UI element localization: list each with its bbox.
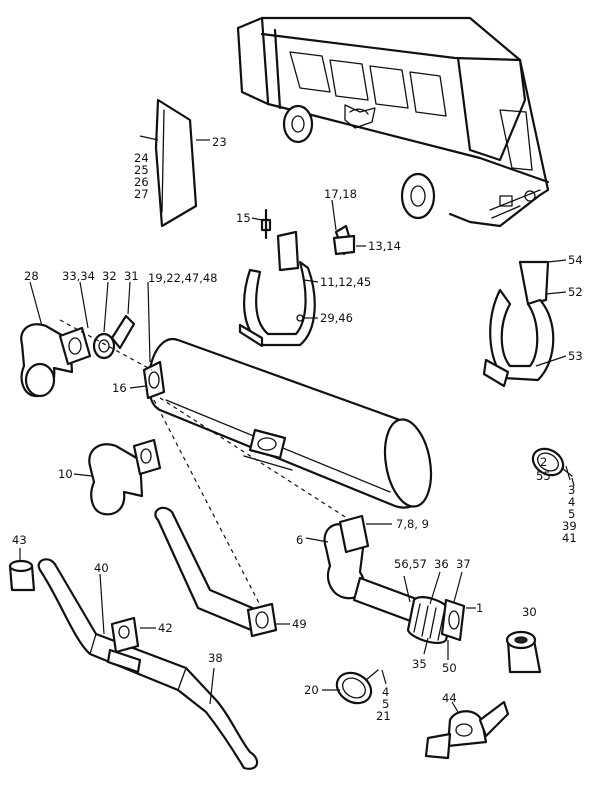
callout-20: 20 — [304, 683, 319, 697]
clamp-2-part — [531, 447, 573, 481]
callout-5: 5 — [568, 507, 575, 521]
clamp-20-part — [322, 669, 379, 705]
gasket-32-part — [79, 281, 116, 360]
callout-38: 38 — [208, 651, 223, 665]
callout-17-18: 17,18 — [324, 187, 357, 201]
flex-pipe-part — [352, 571, 476, 660]
callout-labels: 1 2 55 3 4 5 39 41 6 7,8, 9 10 11,12,45 … — [12, 135, 583, 723]
callout-43: 43 — [12, 533, 27, 547]
bolt-15-part — [251, 208, 272, 240]
callout-56-57: 56,57 — [394, 557, 427, 571]
elbow-10-part — [73, 438, 162, 516]
callout-26: 26 — [134, 175, 149, 189]
callout-16: 16 — [112, 381, 127, 395]
support-bracket-part — [482, 259, 567, 388]
callout-19-22-47-48: 19,22,47,48 — [148, 271, 218, 285]
callout-52: 52 — [568, 285, 583, 299]
exhaust-elbow-28-part — [20, 281, 92, 398]
callout-40: 40 — [94, 561, 109, 575]
callout-10: 10 — [58, 467, 73, 481]
bushing-43-part — [8, 548, 36, 592]
callout-2: 2 — [540, 455, 547, 469]
callout-15: 15 — [236, 211, 251, 225]
callout-11-12-45: 11,12,45 — [320, 275, 371, 289]
callout-5-second: 5 — [382, 697, 389, 711]
callout-31: 31 — [124, 269, 139, 283]
callout-44: 44 — [442, 691, 457, 705]
pipe-49-part — [154, 506, 290, 638]
bracket-44-part — [424, 700, 510, 760]
callout-53: 53 — [568, 349, 583, 363]
callout-37: 37 — [456, 557, 471, 571]
callout-55: 55 — [536, 469, 551, 483]
callout-13-14: 13,14 — [368, 239, 401, 253]
callout-7-8-9: 7,8, 9 — [396, 517, 429, 531]
callout-28: 28 — [24, 269, 39, 283]
callout-50: 50 — [442, 661, 457, 675]
callout-3: 3 — [568, 483, 575, 497]
callout-49: 49 — [292, 617, 307, 631]
callout-4: 4 — [568, 495, 575, 509]
callout-41: 41 — [562, 531, 577, 545]
callout-4-second: 4 — [382, 685, 389, 699]
callout-42: 42 — [158, 621, 173, 635]
muffler-part — [147, 337, 433, 509]
bushing-30-part — [505, 630, 542, 674]
callout-27: 27 — [134, 187, 149, 201]
callout-39: 39 — [562, 519, 577, 533]
flange-16-part — [129, 281, 166, 400]
callout-33-34: 33,34 — [62, 269, 95, 283]
callout-23: 23 — [212, 135, 227, 149]
callout-35: 35 — [412, 657, 427, 671]
callout-6: 6 — [296, 533, 303, 547]
strap-clamp-part — [238, 230, 319, 348]
callout-30: 30 — [522, 605, 537, 619]
heat-shield-part — [139, 98, 210, 228]
callout-32: 32 — [102, 269, 117, 283]
bracket-13-14-part — [331, 199, 366, 256]
callout-36: 36 — [434, 557, 449, 571]
callout-1: 1 — [476, 601, 483, 615]
callout-21: 21 — [376, 709, 391, 723]
tailpipe-assembly-part — [37, 558, 259, 770]
pipe-31-part — [110, 281, 136, 350]
callout-29-46: 29,46 — [320, 311, 353, 325]
callout-25: 25 — [134, 163, 149, 177]
bus-illustration — [236, 16, 550, 228]
callout-54: 54 — [568, 253, 583, 267]
callout-24: 24 — [134, 151, 149, 165]
